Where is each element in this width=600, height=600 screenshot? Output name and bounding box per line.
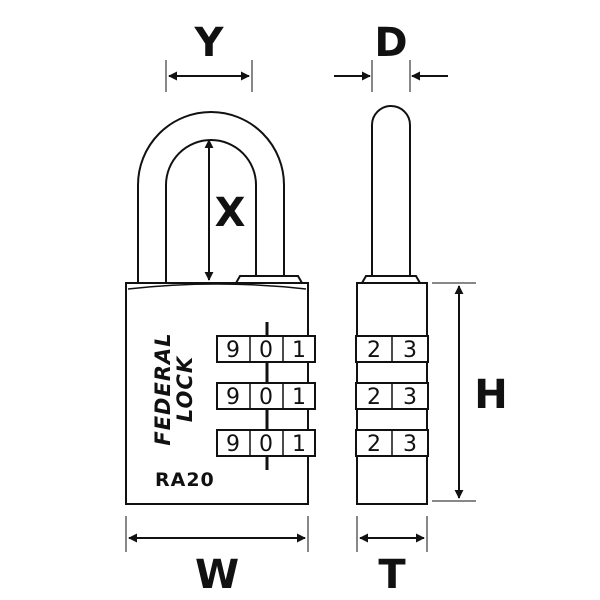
- side-digit: 2: [367, 432, 381, 457]
- front-shackle: [137, 111, 285, 286]
- dimension-t: T: [356, 516, 428, 598]
- front-dial-window: [216, 429, 316, 457]
- dimension-d-label: D: [374, 20, 407, 66]
- side-digit: 3: [403, 338, 417, 363]
- dimension-h-label: H: [474, 372, 507, 418]
- front-collar: [234, 275, 304, 284]
- dimension-w-label: W: [195, 552, 239, 598]
- side-shackle: [371, 105, 411, 279]
- front-digit: 9: [226, 338, 240, 363]
- brand-line2: LOCK: [173, 355, 197, 422]
- dimension-h: H: [432, 282, 508, 502]
- dimension-x: X: [204, 139, 246, 281]
- dimension-d: D: [334, 20, 448, 92]
- side-collar: [360, 275, 422, 284]
- front-dial-window: [216, 382, 316, 410]
- side-dial-row-1: 2 3: [355, 335, 429, 363]
- side-digit: 3: [403, 432, 417, 457]
- side-digit: 2: [367, 338, 381, 363]
- side-dial-row-3: 2 3: [355, 429, 429, 457]
- front-dial-row-1: 9 0 1: [216, 335, 316, 363]
- front-body-top-curve: [127, 283, 307, 290]
- brand-line1: FEDERAL: [151, 332, 175, 445]
- front-dial-row-2: 9 0 1: [216, 382, 316, 410]
- side-dial-row-2: 2 3: [355, 382, 429, 410]
- dimension-y: Y: [165, 20, 253, 92]
- front-digit: 1: [292, 432, 306, 457]
- front-digit: 9: [226, 432, 240, 457]
- front-digit: 1: [292, 338, 306, 363]
- front-digit: 0: [259, 338, 273, 363]
- side-digit: 3: [403, 385, 417, 410]
- front-digit: 1: [292, 385, 306, 410]
- side-digit: 2: [367, 385, 381, 410]
- front-digit: 0: [259, 385, 273, 410]
- front-dial-row-3: 9 0 1: [216, 429, 316, 457]
- model-label: RA20: [155, 469, 215, 491]
- brand-text-group: FEDERAL LOCK: [151, 332, 197, 445]
- dimension-x-label: X: [215, 190, 246, 236]
- front-digit: 9: [226, 385, 240, 410]
- dimension-y-label: Y: [194, 20, 225, 66]
- dimension-w: W: [125, 516, 309, 598]
- dimension-t-label: T: [378, 552, 406, 598]
- front-digit: 0: [259, 432, 273, 457]
- front-dial-window: [216, 335, 316, 363]
